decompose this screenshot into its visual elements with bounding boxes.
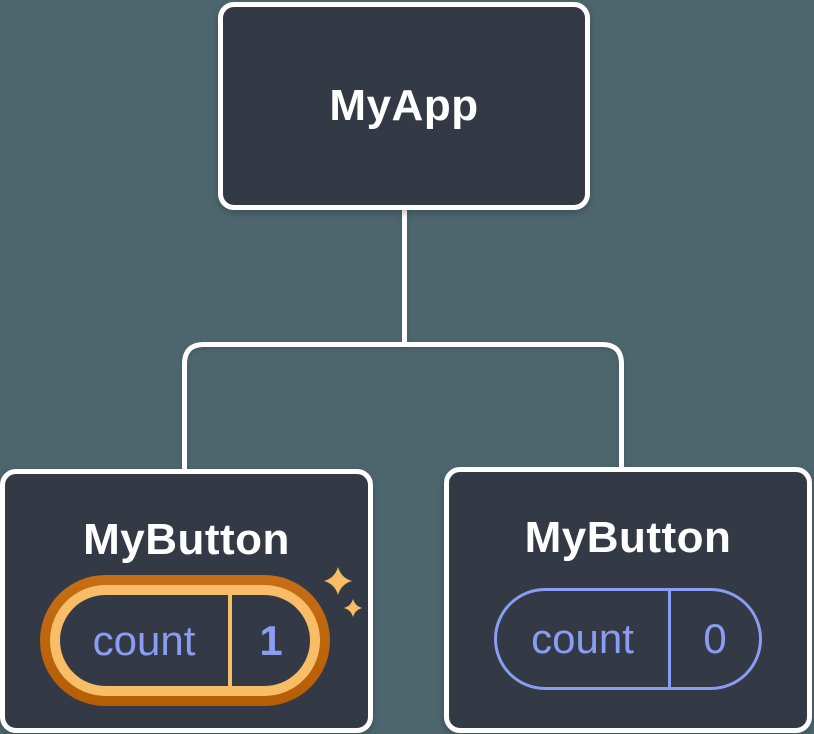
state-name-label: count	[531, 615, 634, 662]
node-title: MyApp	[329, 81, 479, 130]
node-mybutton-left: MyButton count 1	[0, 469, 373, 733]
state-pill-highlight-ring: count 1	[50, 585, 320, 696]
state-value: 0	[703, 615, 727, 662]
sparkle-large	[324, 567, 352, 595]
state-divider	[228, 595, 232, 686]
state-pill-highlighted: count 1	[40, 575, 330, 706]
node-title: MyButton	[524, 513, 732, 562]
connector-branches	[182, 342, 624, 471]
sparkle-small	[344, 599, 362, 617]
state-pill: count 0	[494, 588, 762, 690]
sparkles-icon	[324, 567, 362, 617]
state-pill-body: count 1	[60, 595, 310, 686]
state-name-label: count	[92, 616, 196, 664]
node-title: MyButton	[83, 515, 290, 564]
state-divider	[668, 591, 671, 687]
state-value: 1	[259, 616, 283, 664]
node-myapp: MyApp	[218, 2, 590, 210]
node-mybutton-right: MyButton count 0	[444, 467, 812, 733]
